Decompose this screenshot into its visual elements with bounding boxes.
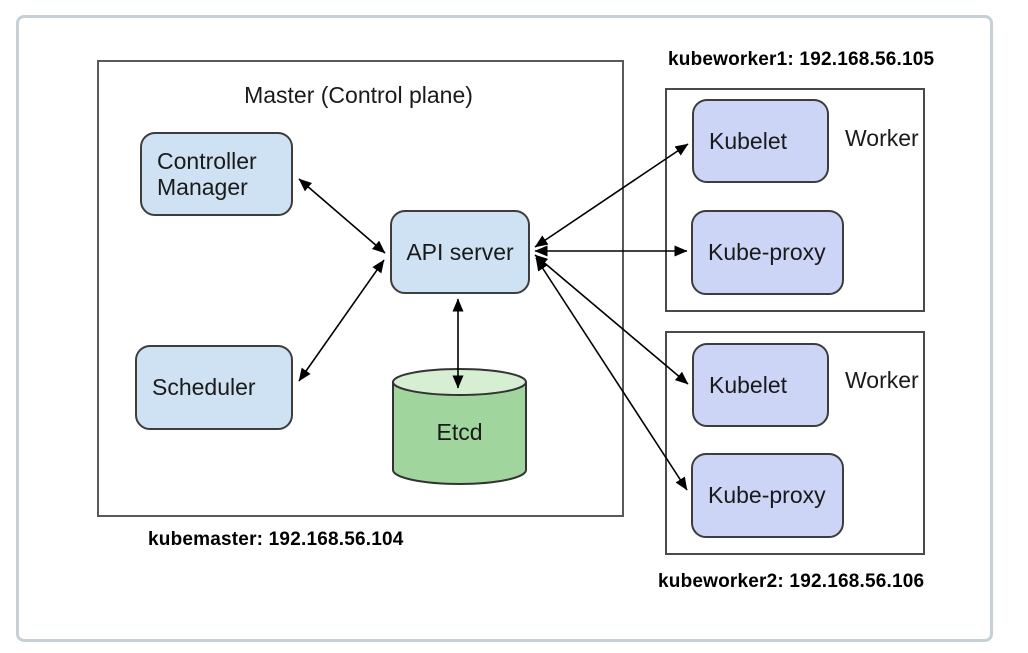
node-api-server: API server xyxy=(390,210,530,294)
worker1-role-label: Worker xyxy=(845,125,919,151)
node-scheduler: Scheduler xyxy=(135,345,293,430)
worker1-node-kube-proxy: Kube-proxy xyxy=(691,210,844,295)
kubeworker2-host-label: kubeworker2: 192.168.56.106 xyxy=(658,571,925,592)
master-title: Master (Control plane) xyxy=(244,82,473,108)
worker2-role-label: Worker xyxy=(845,367,919,393)
worker1-node-kubelet: Kubelet xyxy=(692,99,829,183)
kubeworker1-host-label: kubeworker1: 192.168.56.105 xyxy=(668,49,935,70)
node-etcd-label: Etcd xyxy=(436,419,483,445)
kubemaster-host-label: kubemaster: 192.168.56.104 xyxy=(148,529,404,550)
worker2-node-kubelet: Kubelet xyxy=(692,343,829,427)
worker2-node-kube-proxy: Kube-proxy xyxy=(691,453,844,538)
node-controller-manager: Controller Manager xyxy=(140,132,293,216)
master-container-box xyxy=(97,60,624,517)
